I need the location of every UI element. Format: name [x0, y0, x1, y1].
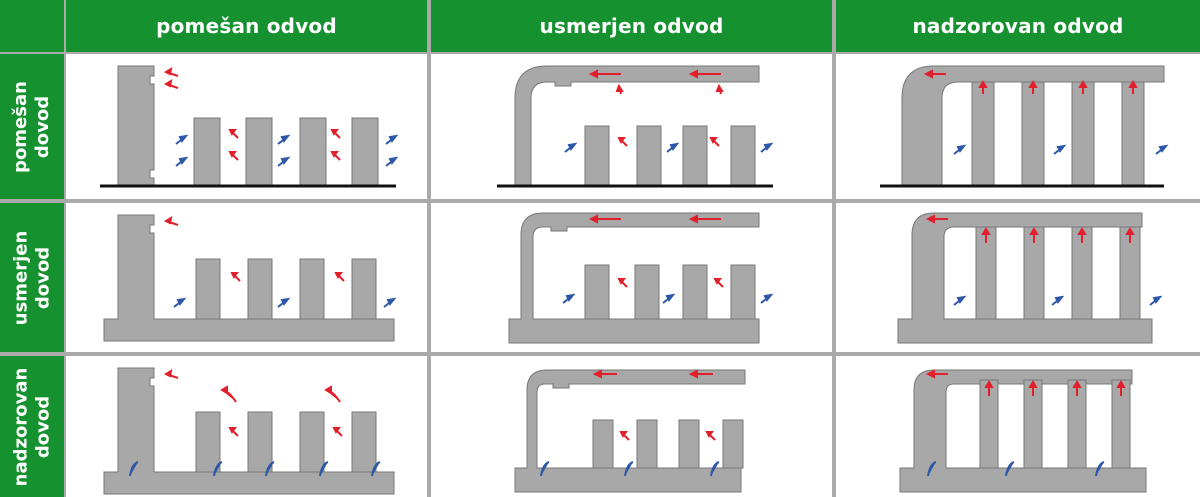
server-rack: [247, 411, 273, 473]
server-rack: [682, 264, 708, 320]
server-rack: [1121, 81, 1145, 187]
column-header-label: nadzorovan odvod: [912, 14, 1124, 38]
server-rack: [195, 411, 221, 473]
cold-air-arrow: [129, 461, 139, 477]
airflow-diagram: [897, 212, 1163, 344]
cell-mixed-supply-controlled-exhaust: [836, 54, 1200, 199]
cold-air-arrow: [319, 461, 329, 477]
server-rack: [299, 258, 325, 320]
airflow-diagram: [103, 367, 395, 495]
server-rack: [247, 258, 273, 320]
server-rack: [636, 419, 658, 469]
airflow-diagram: [899, 369, 1147, 493]
server-rack: [682, 125, 708, 187]
server-rack: [195, 258, 221, 320]
server-rack: [592, 419, 614, 469]
column-header-controlled-exhaust: nadzorovan odvod: [836, 0, 1200, 52]
server-rack: [1119, 226, 1141, 320]
server-rack: [975, 226, 997, 320]
server-rack: [979, 379, 999, 469]
server-rack: [584, 264, 610, 320]
column-header-label: usmerjen odvod: [539, 14, 724, 38]
duct-hvac-raised-floor-shape: [514, 369, 746, 493]
server-rack: [636, 125, 662, 187]
duct-hvac-raised-floor-shape: [508, 212, 760, 344]
cold-air-arrow: [265, 461, 275, 477]
server-rack: [730, 125, 756, 187]
duct-hvac-raised-floor-shape: [899, 369, 1147, 493]
cell-mixed-supply-directed-exhaust: [431, 54, 832, 199]
server-rack: [1111, 379, 1131, 469]
duct-and-hvac-shape: [901, 65, 1165, 187]
duct-hvac-raised-floor-shape: [897, 212, 1153, 344]
cold-air-arrow: [927, 461, 937, 477]
cold-air-arrow: [710, 461, 720, 477]
server-rack: [351, 411, 377, 473]
server-rack: [584, 125, 610, 187]
cell-controlled-supply-mixed-exhaust: [66, 356, 427, 497]
server-rack: [351, 117, 379, 187]
cold-air-arrow: [540, 461, 550, 477]
server-rack: [730, 264, 756, 320]
column-header-label: pomešan odvod: [156, 14, 337, 38]
server-rack: [351, 258, 377, 320]
cold-air-arrow: [371, 461, 381, 477]
hvac-unit-shape: [117, 65, 155, 187]
server-rack: [1023, 379, 1043, 469]
column-header-mixed-exhaust: pomešan odvod: [66, 0, 427, 52]
server-rack: [971, 81, 995, 187]
airflow-diagram: [103, 214, 397, 342]
server-rack: [1067, 379, 1087, 469]
cold-air-arrow: [1095, 461, 1105, 477]
server-rack: [245, 117, 273, 187]
cell-mixed-supply-mixed-exhaust: [66, 54, 427, 199]
column-header-directed-exhaust: usmerjen odvod: [431, 0, 832, 52]
cell-controlled-supply-directed-exhaust: [431, 356, 832, 497]
cold-air-arrow: [213, 461, 223, 477]
server-rack: [1071, 226, 1093, 320]
server-rack: [634, 264, 660, 320]
server-rack: [678, 419, 700, 469]
server-rack: [722, 419, 744, 469]
cold-air-arrow: [624, 461, 634, 477]
row-header-line1: pomešan: [10, 80, 32, 173]
hvac-and-raised-floor-shape: [103, 367, 395, 495]
server-rack: [1021, 81, 1045, 187]
server-rack: [299, 117, 327, 187]
server-rack: [1023, 226, 1045, 320]
airflow-diagram: [514, 369, 746, 493]
airflow-diagram: [880, 65, 1169, 188]
server-rack: [193, 117, 221, 187]
server-rack: [1071, 81, 1095, 187]
cell-directed-supply-mixed-exhaust: [66, 203, 427, 352]
airflow-diagram: [100, 65, 399, 188]
airflow-diagram: [497, 65, 774, 188]
row-header-line2: dovod: [32, 246, 53, 309]
cell-controlled-supply-controlled-exhaust: [836, 356, 1200, 497]
cold-air-arrow: [1005, 461, 1015, 477]
row-header-line2: dovod: [32, 95, 54, 158]
server-rack: [299, 411, 325, 473]
corner-cell: [0, 0, 64, 52]
airflow-diagram: [508, 212, 774, 344]
row-header-line1: usmerjen: [10, 230, 31, 325]
cell-directed-supply-controlled-exhaust: [836, 203, 1200, 352]
hvac-and-raised-floor-shape: [103, 214, 395, 342]
row-header-line1: nadzorovan: [10, 367, 32, 486]
row-header-line2: dovod: [32, 395, 54, 458]
duct-and-hvac-shape: [514, 65, 760, 187]
cell-directed-supply-directed-exhaust: [431, 203, 832, 352]
